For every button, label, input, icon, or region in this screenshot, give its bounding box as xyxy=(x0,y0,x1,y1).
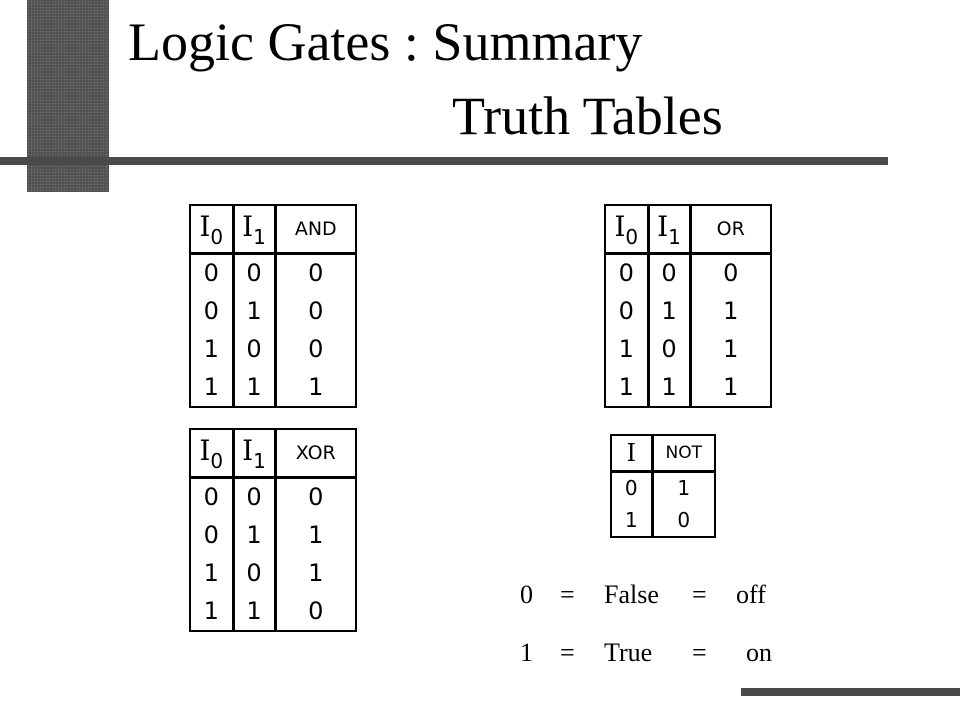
slide-subtitle: Truth Tables xyxy=(452,86,723,146)
cell: 0 xyxy=(273,329,355,368)
cell: 1 xyxy=(231,291,275,330)
cell: 0 xyxy=(203,259,219,288)
cell: 1 xyxy=(203,596,219,625)
input-i1-header: I1 xyxy=(231,430,275,479)
cell: 0 xyxy=(203,483,219,512)
cell: 0 xyxy=(273,477,355,516)
legend-boolean: False xyxy=(604,580,659,609)
cell: 1 xyxy=(618,372,634,401)
output-header: OR xyxy=(688,206,770,255)
input-i0-header: I0 xyxy=(606,206,648,255)
cell: 1 xyxy=(624,507,638,532)
title-underline-rule xyxy=(0,157,888,165)
cell: 1 xyxy=(646,367,690,406)
cell: 1 xyxy=(203,558,219,587)
cell: 0 xyxy=(646,253,690,292)
cell: 0 xyxy=(273,591,355,630)
cell: 1 xyxy=(203,334,219,363)
legend-state: on xyxy=(746,638,772,667)
cell: 0 xyxy=(646,329,690,368)
legend-equals: = xyxy=(692,580,707,609)
input-i1-header: I1 xyxy=(231,206,275,255)
legend-digit: 0 xyxy=(520,580,533,609)
cell: 0 xyxy=(231,477,275,516)
cell: 1 xyxy=(646,291,690,330)
cell: 1 xyxy=(688,291,770,330)
legend-boolean: True xyxy=(604,638,653,667)
cell: 1 xyxy=(203,372,219,401)
cell: 0 xyxy=(231,553,275,592)
cell: 1 xyxy=(650,471,714,504)
cell: 1 xyxy=(231,367,275,406)
footer-rule xyxy=(741,688,960,696)
input-i0-header: I0 xyxy=(191,430,233,479)
cell: 0 xyxy=(618,259,634,288)
output-header: XOR xyxy=(273,430,355,479)
cell: 1 xyxy=(618,334,634,363)
cell: 0 xyxy=(273,253,355,292)
cell: 1 xyxy=(273,367,355,406)
cell: 1 xyxy=(688,329,770,368)
legend-equals: = xyxy=(560,638,575,667)
cell: 0 xyxy=(203,296,219,325)
cell: 0 xyxy=(650,503,714,536)
input-i1-header: I1 xyxy=(646,206,690,255)
output-header: AND xyxy=(273,206,355,255)
cell: 1 xyxy=(273,515,355,554)
cell: 0 xyxy=(203,520,219,549)
cell: 1 xyxy=(231,591,275,630)
cell: 0 xyxy=(624,476,638,501)
output-header: NOT xyxy=(650,436,714,473)
cell: 0 xyxy=(688,253,770,292)
slide-title: Logic Gates : Summary xyxy=(128,12,643,72)
cell: 0 xyxy=(273,291,355,330)
cell: 0 xyxy=(231,329,275,368)
input-i-header: I xyxy=(612,436,652,473)
input-i0-header: I0 xyxy=(191,206,233,255)
cell: 0 xyxy=(618,296,634,325)
legend-state: off xyxy=(736,580,766,609)
cell: 0 xyxy=(231,253,275,292)
legend-digit: 1 xyxy=(520,638,533,667)
legend-equals: = xyxy=(560,580,575,609)
legend-equals: = xyxy=(692,638,707,667)
cell: 1 xyxy=(231,515,275,554)
cell: 1 xyxy=(688,367,770,406)
cell: 1 xyxy=(273,553,355,592)
